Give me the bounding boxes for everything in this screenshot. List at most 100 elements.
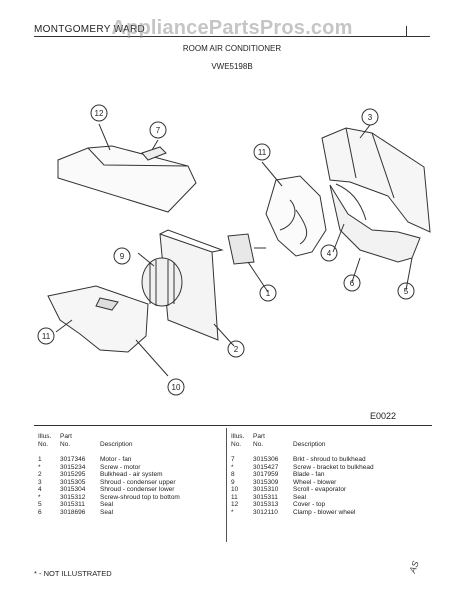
illus-no-cell: * — [231, 463, 234, 471]
illus-no-cell: 12 — [231, 501, 239, 508]
shroud-upper-part — [321, 127, 431, 233]
callout-label: 7 — [156, 126, 161, 135]
callout-4: 4 — [320, 244, 338, 262]
illus-no-cell: 6 — [38, 508, 42, 516]
table-row: 2 3015295 Bulkhead - air system — [38, 471, 224, 479]
callout-label: 10 — [172, 383, 181, 392]
table-row: 1 3017346 Motor - fan — [38, 456, 224, 464]
callout-label: 1 — [266, 289, 271, 298]
description-cell: Shroud - condenser lower — [100, 486, 175, 493]
footnote: * - NOT ILLUSTRATED — [34, 569, 112, 578]
illus-no-cell: 9 — [231, 478, 235, 486]
description-cell: Screw - motor — [100, 463, 141, 471]
callout-label: 9 — [120, 252, 125, 261]
callout-9: 9 — [113, 247, 131, 265]
description-cell: Seal — [100, 501, 114, 508]
illus-no-cell: * — [38, 493, 41, 501]
table-row: 12 3015313 Cover - top — [231, 501, 431, 509]
illus-no-cell: 11 — [231, 493, 238, 501]
part-no-cell: 3012110 — [253, 508, 278, 516]
callout-6: 6 — [343, 274, 361, 292]
callout-1: 1 — [259, 284, 277, 302]
fan-blade-part — [265, 175, 327, 257]
callout-label: 2 — [234, 345, 239, 354]
part-no-cell: 3015427 — [253, 463, 279, 471]
part-no-cell: 3015312 — [60, 493, 86, 501]
header-tick — [406, 26, 407, 36]
description-cell: Blade - fan — [293, 471, 325, 478]
top-cover-part — [57, 145, 197, 213]
illus-no-cell: * — [38, 463, 41, 471]
part-no-cell: 3015313 — [253, 501, 279, 508]
scroll-part — [47, 285, 149, 353]
table-rule — [34, 425, 432, 426]
part-no-cell: 3015311 — [253, 493, 278, 501]
diagram-code: E0022 — [370, 411, 397, 421]
callout-3: 3 — [361, 108, 379, 126]
part-no-cell: 3015309 — [253, 478, 279, 486]
description-cell: Scroll - evaporator — [293, 486, 347, 493]
illus-no-cell: * — [231, 508, 234, 516]
table-row: * 3012110 Clamp - blower wheel — [231, 509, 431, 517]
description-cell: Screw-shroud top to bottom — [100, 493, 180, 501]
exploded-parts-diagram: 12 7 11 3 4 6 5 9 1 2 11 10 — [37, 104, 431, 396]
illus-no-cell: 2 — [38, 471, 42, 478]
handwritten-initials: AS — [407, 559, 421, 575]
table-row: 9 3015309 Wheel - blower — [231, 479, 431, 487]
blower-wheel-part — [141, 257, 183, 307]
part-no-cell: 3017346 — [60, 456, 86, 463]
callout-label: 4 — [327, 249, 332, 258]
callout-label: 3 — [368, 113, 373, 122]
description-cell: Screw - bracket to bulkhead — [293, 463, 374, 471]
part-no-cell: 3015295 — [60, 471, 86, 478]
brand-header: MONTGOMERY WARD — [34, 24, 145, 35]
callout-2: 2 — [227, 340, 245, 358]
part-no-cell: 3015234 — [60, 463, 86, 471]
bracket-part — [141, 146, 167, 161]
description-cell: Brkt - shroud to bulkhead — [293, 456, 366, 463]
illus-no-cell: 7 — [231, 456, 235, 463]
callout-10: 10 — [167, 378, 185, 396]
col-desc-header: Description — [100, 441, 133, 448]
description-cell: Wheel - blower — [293, 478, 337, 486]
table-row: 7 3015306 Brkt - shroud to bulkhead — [231, 456, 431, 464]
description-cell: Bulkhead - air system — [100, 471, 163, 478]
header-rule — [34, 36, 430, 37]
description-cell: Shroud - condenser upper — [100, 478, 176, 486]
description-cell: Cover - top — [293, 501, 326, 508]
part-no-cell: 3015306 — [253, 456, 279, 463]
table-row: 6 3018696 Seal — [38, 509, 224, 517]
table-row: * 3015427 Screw - bracket to bulkhead — [231, 464, 431, 472]
shroud-lower-part — [329, 184, 421, 263]
table-row: 4 3015304 Shroud - condenser lower — [38, 486, 224, 494]
description-cell: Seal — [293, 493, 307, 501]
description-cell: Clamp - blower wheel — [293, 508, 356, 516]
callout-label: 6 — [350, 279, 355, 288]
callout-label: 11 — [258, 148, 267, 157]
part-no-cell: 3015304 — [60, 486, 86, 493]
seal-part — [335, 183, 367, 221]
table-row: 10 3015310 Scroll - evaporator — [231, 486, 431, 494]
col-illus-header: Illus.No. — [231, 433, 245, 448]
illus-no-cell: 1 — [38, 456, 42, 463]
col-desc-header: Description — [293, 441, 326, 448]
description-cell: Seal — [100, 508, 114, 516]
col-illus-header: Illus.No. — [38, 433, 52, 448]
part-no-cell: 3015310 — [253, 486, 279, 493]
part-no-cell: 3018696 — [60, 508, 86, 516]
illus-no-cell: 4 — [38, 486, 42, 493]
table-row: * 3015234 Screw - motor — [38, 464, 224, 472]
table-row: 11 3015311 Seal — [231, 494, 431, 502]
description-cell: Motor - fan — [100, 456, 132, 463]
part-no-cell: 3015311 — [60, 501, 85, 508]
illus-no-cell: 10 — [231, 486, 239, 493]
part-no-cell: 3017959 — [253, 471, 279, 478]
